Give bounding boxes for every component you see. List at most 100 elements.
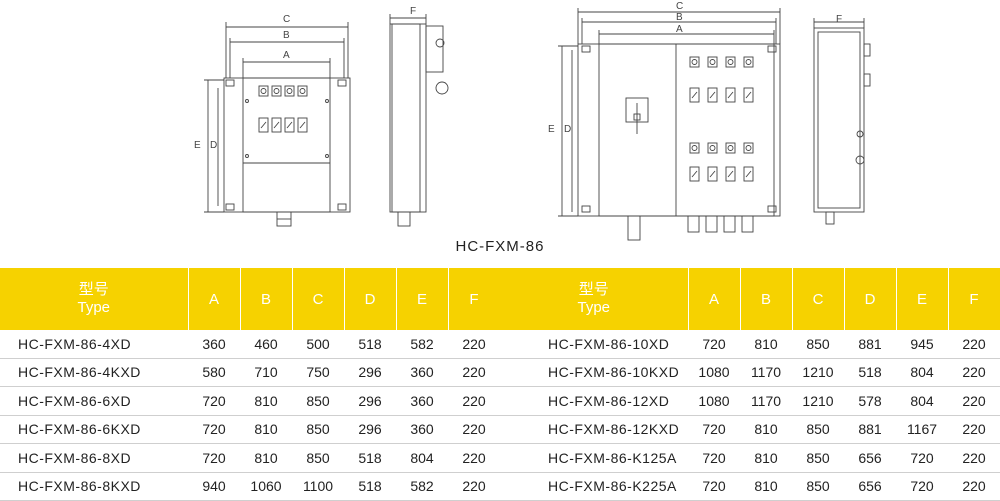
cell-type: HC-FXM-86-8KXD <box>0 472 188 501</box>
cell-e: 804 <box>896 386 948 416</box>
cell-type: HC-FXM-86-K225A <box>500 472 688 501</box>
large-switch-row-1 <box>689 87 754 103</box>
cell-b: 710 <box>240 358 292 387</box>
header-d: D <box>344 268 397 330</box>
cell-type: HC-FXM-86-K125A <box>500 443 688 473</box>
cell-a: 580 <box>188 358 240 387</box>
cell-e: 720 <box>896 443 948 473</box>
cell-b: 1060 <box>240 472 292 501</box>
dim-f-label-large: F <box>836 14 842 25</box>
cell-type: HC-FXM-86-10XD <box>500 330 688 359</box>
model-caption: HC-FXM-86 <box>455 238 545 255</box>
cell-f: 220 <box>448 358 500 387</box>
table-row: HC-FXM-86-8XD 720 810 850 518 804 220 <box>0 443 500 473</box>
header-a: A <box>688 268 741 330</box>
large-indicator-row-1 <box>689 56 754 68</box>
cell-c: 850 <box>292 386 344 416</box>
cell-c: 850 <box>292 415 344 444</box>
cell-f: 220 <box>448 330 500 359</box>
cell-type: HC-FXM-86-12KXD <box>500 415 688 444</box>
table-row: HC-FXM-86-10XD 720 810 850 881 945 220 <box>500 330 1000 359</box>
cell-a: 1080 <box>688 386 740 416</box>
cell-f: 220 <box>448 415 500 444</box>
front-view-large <box>558 8 781 241</box>
cell-e: 1167 <box>896 415 948 444</box>
cell-f: 220 <box>448 443 500 473</box>
dim-f-label-small: F <box>410 6 416 17</box>
header-a: A <box>188 268 241 330</box>
header-f: F <box>448 268 501 330</box>
cell-a: 1080 <box>688 358 740 387</box>
cell-a: 720 <box>688 472 740 501</box>
cell-type: HC-FXM-86-6XD <box>0 386 188 416</box>
cell-c: 850 <box>792 443 844 473</box>
cell-b: 810 <box>240 415 292 444</box>
header-c: C <box>792 268 845 330</box>
cell-c: 850 <box>292 443 344 473</box>
cell-b: 810 <box>740 443 792 473</box>
large-cable-glands <box>627 215 754 241</box>
cell-type: HC-FXM-86-12XD <box>500 386 688 416</box>
cell-a: 720 <box>188 415 240 444</box>
cell-a: 720 <box>688 443 740 473</box>
cell-d: 518 <box>344 443 396 473</box>
cell-b: 810 <box>240 386 292 416</box>
small-switch-row-1 <box>258 85 308 97</box>
cell-type: HC-FXM-86-4XD <box>0 330 188 359</box>
cell-e: 720 <box>896 472 948 501</box>
cell-e: 804 <box>396 443 448 473</box>
cell-c: 1210 <box>792 358 844 387</box>
cell-d: 518 <box>844 358 896 387</box>
cell-e: 582 <box>396 472 448 501</box>
cell-type: HC-FXM-86-10KXD <box>500 358 688 387</box>
cell-type: HC-FXM-86-6KXD <box>0 415 188 444</box>
cell-b: 460 <box>240 330 292 359</box>
cell-f: 220 <box>948 443 1000 473</box>
cell-f: 220 <box>948 358 1000 387</box>
cell-f: 220 <box>448 386 500 416</box>
header-e: E <box>396 268 449 330</box>
large-switch-row-2 <box>689 166 754 182</box>
header-f: F <box>948 268 1000 330</box>
table-row: HC-FXM-86-4KXD 580 710 750 296 360 220 <box>0 358 500 387</box>
header-e: E <box>896 268 949 330</box>
technical-drawings: C B A E D F <box>194 1 871 255</box>
dim-d-label-large: D <box>564 124 571 135</box>
cell-f: 220 <box>948 330 1000 359</box>
cell-d: 656 <box>844 472 896 501</box>
cell-c: 750 <box>292 358 344 387</box>
dim-a-label: A <box>283 50 290 61</box>
dim-d-label: D <box>210 140 217 151</box>
dim-a-label-large: A <box>676 24 683 35</box>
dim-b-label-large: B <box>676 12 683 23</box>
cell-f: 220 <box>948 415 1000 444</box>
cell-c: 1210 <box>792 386 844 416</box>
front-view-small <box>204 22 351 227</box>
large-indicator-row-2 <box>689 142 754 154</box>
cell-c: 850 <box>792 472 844 501</box>
header-c: C <box>292 268 345 330</box>
cell-a: 720 <box>688 330 740 359</box>
table-row: HC-FXM-86-8KXD 940 1060 1100 518 582 220 <box>0 472 500 501</box>
table-row: HC-FXM-86-6XD 720 810 850 296 360 220 <box>0 386 500 416</box>
cell-d: 296 <box>344 415 396 444</box>
header-b: B <box>240 268 293 330</box>
cell-a: 720 <box>188 443 240 473</box>
cell-d: 518 <box>344 330 396 359</box>
side-view-small <box>389 14 449 227</box>
cell-f: 220 <box>948 472 1000 501</box>
front-small-labels: C B A E D <box>194 14 290 151</box>
side-view-large <box>813 18 871 225</box>
cell-d: 656 <box>844 443 896 473</box>
table-row: HC-FXM-86-K125A 720 810 850 656 720 220 <box>500 443 1000 473</box>
cell-d: 296 <box>344 386 396 416</box>
cell-a: 360 <box>188 330 240 359</box>
cell-e: 804 <box>896 358 948 387</box>
header-b: B <box>740 268 793 330</box>
